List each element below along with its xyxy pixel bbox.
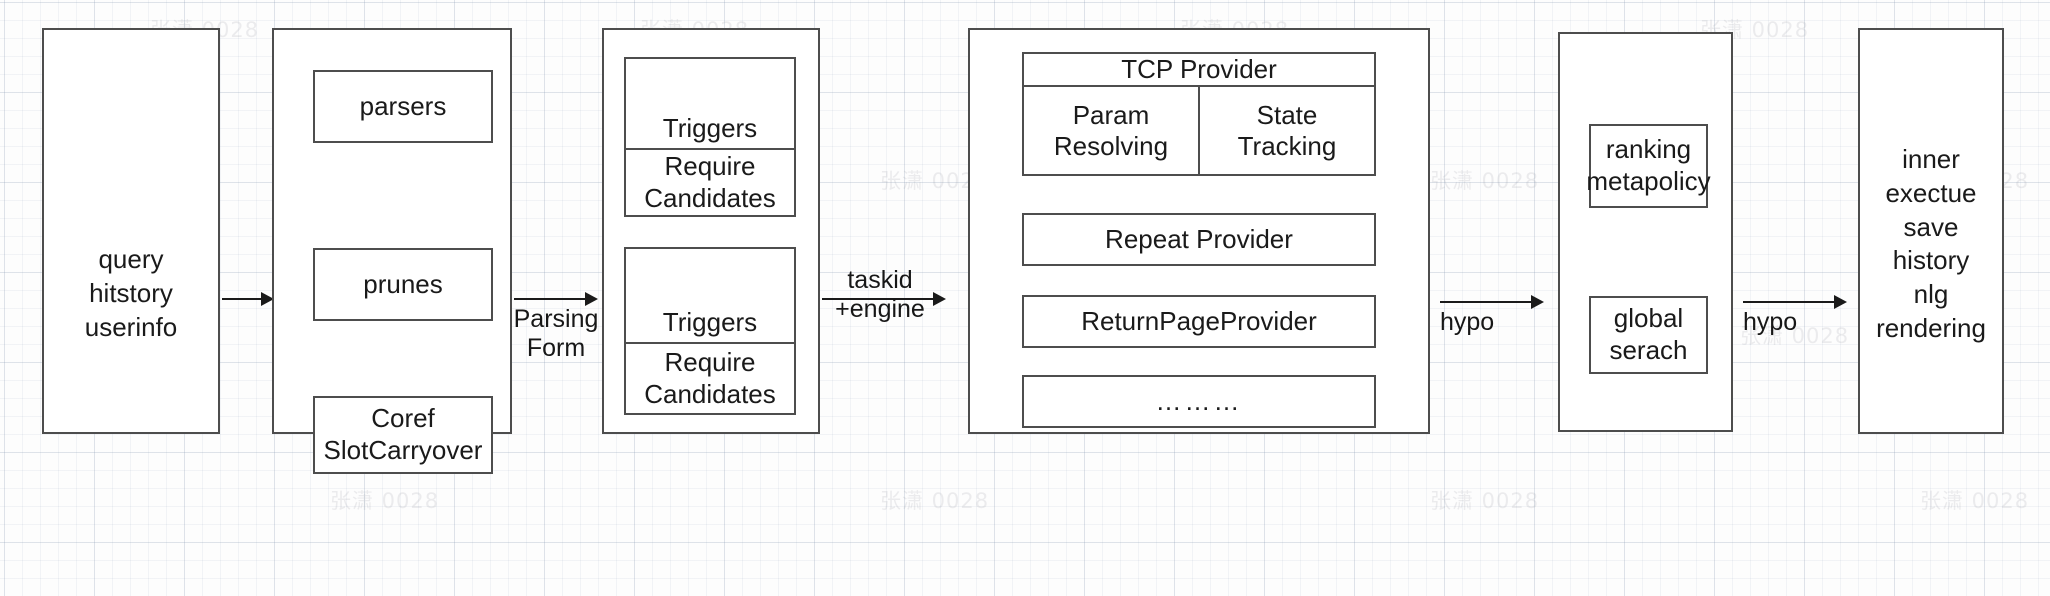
stage-input-box[interactable]	[42, 28, 220, 434]
tcp-provider-card[interactable]: TCP Provider Param Resolving State Track…	[1022, 52, 1376, 176]
stage-output-label: inner exectue save history nlg rendering	[1876, 144, 1986, 343]
edge-label-hypo-2: hypo	[1743, 308, 1798, 336]
policy-item-global-serach[interactable]: global serach	[1589, 296, 1708, 374]
tcp-provider-title: TCP Provider	[1024, 54, 1374, 87]
watermark-text: 张潇 0028	[1430, 169, 1540, 193]
trigger-card-1[interactable]: Triggers Require Candidates	[624, 57, 796, 217]
stage-output-box[interactable]	[1858, 28, 2004, 434]
policy-item-ranking-metapolicy[interactable]: ranking metapolicy	[1586, 124, 1711, 208]
provider-item-ellipsis[interactable]: ………	[1022, 375, 1376, 428]
provider-item-repeat[interactable]: Repeat Provider	[1022, 213, 1376, 266]
trigger-card-2[interactable]: Triggers Require Candidates	[624, 247, 796, 415]
arrow-triggers-to-providers	[822, 292, 946, 306]
nlu-item-coref-slotcarryover[interactable]: Coref SlotCarryover	[313, 396, 493, 474]
edge-label-parsing-form: Parsing Form	[513, 305, 599, 362]
trigger-card-1-title: Triggers	[626, 59, 794, 150]
trigger-card-1-requirements: Require Candidates	[644, 150, 776, 213]
arrow-input-to-nlu	[222, 292, 274, 306]
nlu-item-parsers[interactable]: parsers	[313, 70, 493, 143]
nlu-item-prunes[interactable]: prunes	[313, 248, 493, 321]
provider-item-returnpage[interactable]: ReturnPageProvider	[1022, 295, 1376, 348]
arrow-providers-to-policy	[1440, 295, 1544, 309]
watermark-text: 张潇 0028	[330, 489, 440, 513]
watermark-text: 张潇 0028	[1920, 489, 2030, 513]
trigger-card-2-title: Triggers	[626, 249, 794, 344]
edge-label-taskid-engine: taskid +engine	[835, 266, 925, 323]
edge-label-hypo-1: hypo	[1440, 308, 1495, 336]
watermark-text: 张潇 0028	[880, 489, 990, 513]
tcp-cell-param-resolving[interactable]: Param Resolving	[1053, 99, 1169, 161]
watermark-text: 张潇 0028	[1430, 489, 1540, 513]
arrow-policy-to-output	[1743, 295, 1847, 309]
tcp-cell-state-tracking[interactable]: State Tracking	[1198, 87, 1374, 174]
trigger-card-2-requirements: Require Candidates	[644, 346, 776, 409]
stage-input-label: query hitstory userinfo	[84, 244, 178, 342]
arrow-nlu-to-triggers	[514, 292, 598, 306]
